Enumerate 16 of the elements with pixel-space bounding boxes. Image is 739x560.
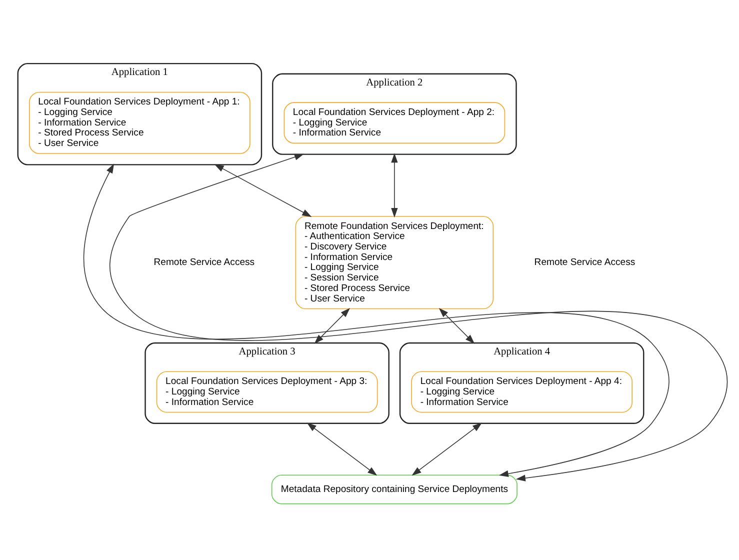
arrow [438,307,475,344]
node-box: Local Foundation Services Deployment - App 4: - Logging Service - Information Service [411,370,632,412]
node-box: Local Foundation Services Deployment - App 3: - Logging Service - Information Service [156,370,378,412]
node-box: Metadata Repository containing Service Deployments [271,474,518,504]
node-box: Remote Foundation Services Deployment: - Authentication Service - Discovery Service - Information Service - Logging Service - Session Service - Stored Process Service - User Service [295,216,494,309]
arrow [214,164,312,216]
arrow [109,153,728,481]
node-box: Local Foundation Services Deployment - App 2: - Logging Service - Information Service [284,102,506,144]
label: Remote Service Access [154,256,255,268]
label: Remote Service Access [534,256,636,268]
arrow [83,163,670,476]
arrow [391,152,398,218]
node-box: Local Foundation Services Deployment - App 1: - Logging Service - Information Service - Stored Process Service - User Service [29,91,250,154]
arrow [412,422,482,476]
arrow [314,307,350,344]
arrow [306,422,378,476]
